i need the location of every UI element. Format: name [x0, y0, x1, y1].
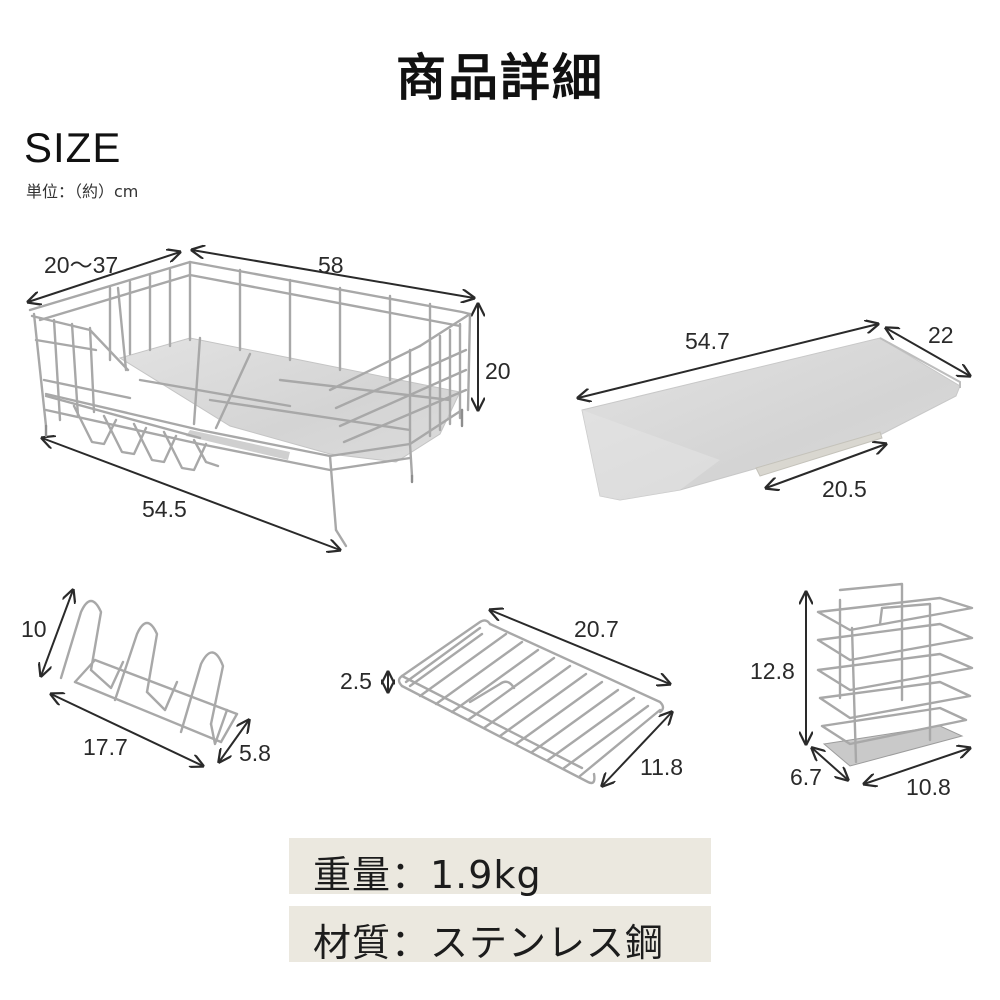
dim-length-label: 54.7 [685, 328, 730, 354]
spec-weight-text: 重量：1.9kg [313, 853, 542, 897]
dim-depth-label: 6.7 [790, 764, 822, 790]
dim-width-label: 22 [928, 322, 954, 348]
dim-width-label: 11.8 [640, 754, 684, 780]
page-title: 商品詳細 [396, 49, 604, 107]
plate-stand-figure: 10 17.7 5.8 [15, 570, 315, 790]
dish-rack-illustration [0, 230, 540, 570]
cutlery-holder-figure: 12.8 6.7 10.8 [740, 580, 980, 800]
flat-wire-rack-illustration [330, 590, 700, 810]
dim-spout-width-label: 20.5 [822, 476, 867, 502]
cutlery-holder-illustration [740, 582, 980, 800]
dim-width-top-label: 58 [318, 252, 344, 278]
dim-height-label: 12.8 [750, 658, 795, 684]
spec-material-text: 材質：ステンレス鋼 [313, 921, 665, 965]
flat-wire-rack-figure: 2.5 20.7 11.8 [330, 590, 700, 810]
unit-note: 単位：（約）cm [26, 182, 139, 201]
spec-weight-box: 重量：1.9kg [289, 838, 711, 897]
drain-tray-illustration [560, 300, 990, 501]
dim-height-label: 10 [21, 616, 47, 642]
dim-depth-label: 20〜37 [44, 252, 119, 278]
dim-length-label: 17.7 [83, 734, 128, 760]
dim-height-label: 20 [485, 358, 511, 384]
dim-depth-label: 5.8 [239, 740, 271, 766]
spec-material-box: 材質：ステンレス鋼 [289, 906, 711, 965]
dim-width-label: 10.8 [906, 774, 951, 800]
dish-rack-figure: 20〜37 58 20 54.5 [0, 230, 540, 570]
dim-length-label: 20.7 [574, 616, 619, 642]
plate-stand-illustration [15, 570, 315, 790]
dim-width-bottom-label: 54.5 [142, 496, 187, 522]
dim-height-label: 2.5 [340, 668, 372, 694]
drain-tray-figure: 54.7 22 20.5 [560, 300, 990, 520]
size-heading: SIZE [24, 124, 122, 171]
